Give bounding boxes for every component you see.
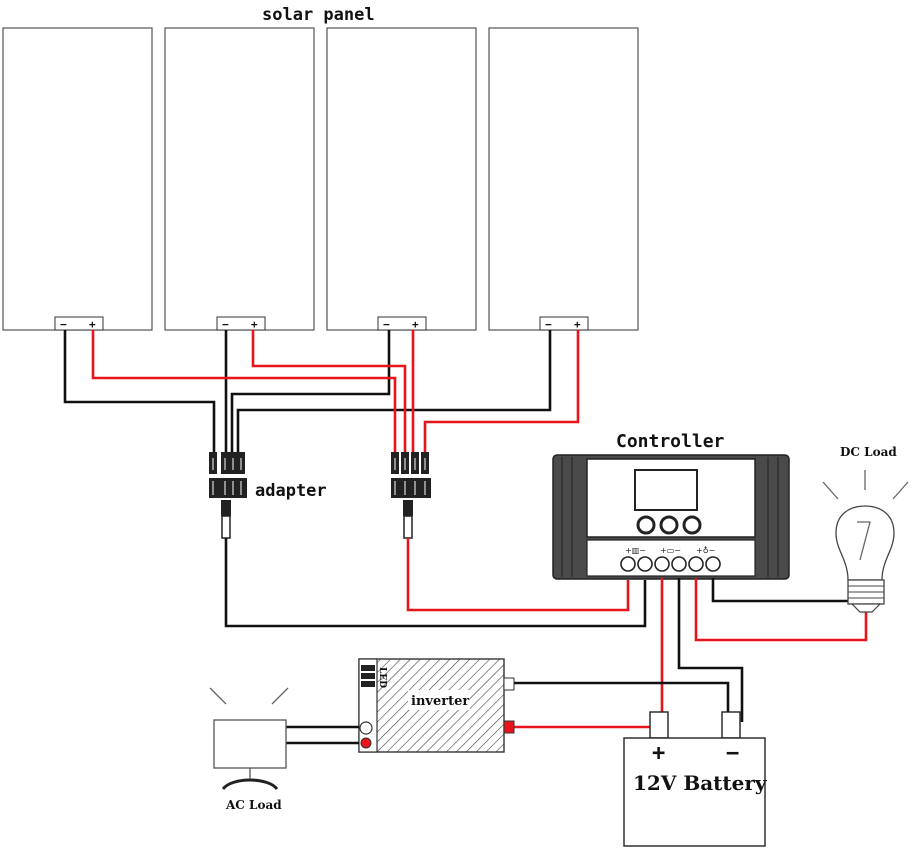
terminal-box [54,316,104,331]
terminal-plus-label: + [251,318,258,331]
bulb-icon [822,470,909,613]
battery-icon [623,711,766,847]
dc-load-label: DC Load [840,445,897,459]
led-label: LED [377,667,387,688]
adapter-label: adapter [255,481,327,501]
monitor-icon [209,687,289,791]
dc-load-negative-wire [711,578,852,603]
svg-text:+▥−: +▥− [625,546,646,555]
ac-load-wires [286,725,359,745]
battery-label: 12V Battery [633,771,768,795]
inverter [358,658,515,753]
array-positive-to-controller [406,538,630,612]
inverter-positive-wire [513,722,657,729]
solar-panel-2: − + [164,27,315,331]
positive-wires [91,330,580,452]
adapter-positive [391,452,431,539]
negative-wires [63,330,552,452]
controller-label: Controller [616,431,725,452]
battery-negative-wire [677,578,744,722]
terminal-box [216,316,266,331]
terminal-minus-label: − [60,318,67,331]
terminal-plus-label: + [412,318,419,331]
inverter-label: inverter [411,694,469,709]
terminal-box [377,316,427,331]
dc-load-positive-wire [694,578,868,642]
terminal-plus-label: + [89,318,96,331]
terminal-box [539,316,589,331]
svg-text:+♁−: +♁− [696,546,715,555]
terminal-plus-label: + [574,318,581,331]
controller-terminals [620,556,721,572]
solar-panel-3: − + [326,27,477,331]
battery-minus-label: − [726,741,739,766]
solar-panel-title: solar panel [262,5,375,25]
controller-knobs [636,515,702,535]
battery-plus-label: + [652,741,665,766]
terminal-minus-label: − [222,318,229,331]
terminal-minus-label: − [383,318,390,331]
array-negative-to-controller [224,538,647,628]
solar-panel-4: − + [488,27,639,331]
svg-text:+▭−: +▭− [660,546,681,555]
controller-lcd [634,469,698,511]
terminal-minus-label: − [545,318,552,331]
inverter-negative-wire [513,681,730,722]
adapter-negative [209,452,247,539]
ac-load-label: AC Load [225,798,282,812]
solar-panel-1: − + [2,27,153,331]
charge-controller: +▥− +▭− +♁− [552,454,790,580]
controller-port-icons: +▥− +▭− +♁− [625,546,715,555]
